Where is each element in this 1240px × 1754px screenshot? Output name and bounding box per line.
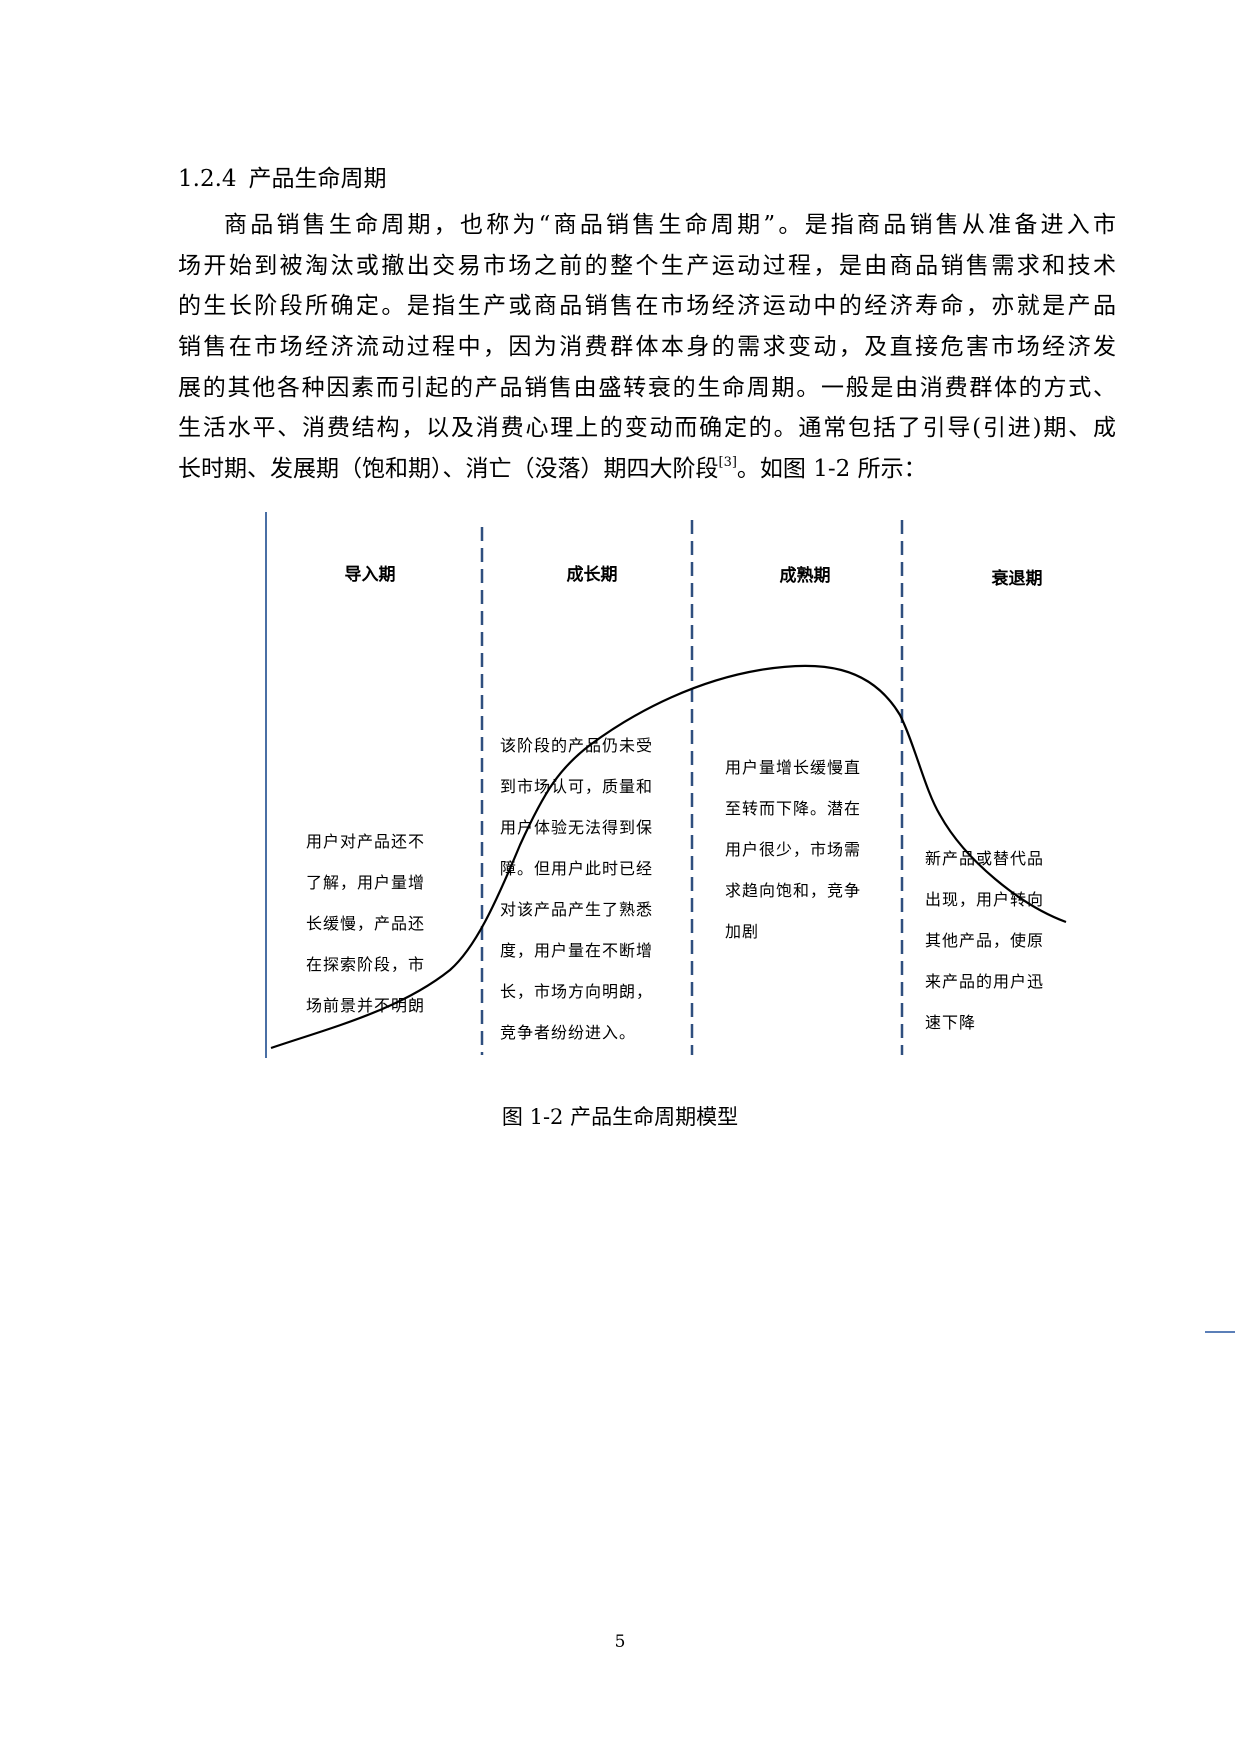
description-line: 新产品或替代品 xyxy=(925,849,1045,868)
description-line: 用户很少，市场需 xyxy=(725,840,862,859)
description-line: 长缓慢，产品还 xyxy=(306,914,426,933)
paragraph-line: 展的其他各种因素而引起的产品销售由盛转衰的生命周期。一般是由消费群体的方式、 xyxy=(178,374,1116,401)
stage-description-decline: 新产品或替代品 出现，用户转向 其他产品，使原 来产品的用户迅 速下降 xyxy=(925,838,1044,1043)
section-number: 1.2.4 xyxy=(178,166,237,192)
description-line: 度，用户量在不断增 xyxy=(500,941,654,960)
description-line: 长，市场方向明朗， xyxy=(500,982,654,1001)
figure-caption: 图 1-2 产品生命周期模型 xyxy=(501,1105,739,1129)
citation-reference: [3] xyxy=(718,455,737,471)
paragraph-line: 商品销售生命周期，也称为“商品销售生命周期”。是指商品销售从准备进入市 xyxy=(224,212,1116,238)
description-line: 了解，用户量增 xyxy=(306,873,426,892)
stage-description-introduction: 用户对产品还不 了解，用户量增 长缓慢，产品还 在探索阶段，市 场前景并不明朗 xyxy=(306,821,425,1026)
paragraph-line: 场开始到被淘汰或撤出交易市场之前的整个生产运动过程，是由商品销售需求和技术 xyxy=(178,252,1116,279)
stage-title-introduction: 导入期 xyxy=(344,565,396,585)
description-line: 到市场认可，质量和 xyxy=(500,777,654,796)
section-heading: 1.2.4 产品生命周期 xyxy=(178,164,387,194)
description-line: 出现，用户转向 xyxy=(925,890,1045,909)
stage-title-decline: 衰退期 xyxy=(991,569,1043,589)
paragraph-line-text: 。如图 1-2 所示： xyxy=(736,456,927,483)
paragraph-line: 生活水平、消费结构，以及消费心理上的变动而确定的。通常包括了引导(引进)期、成 xyxy=(178,415,1116,442)
stage-description-growth: 该阶段的产品仍未受 到市场认可，质量和 用户体验无法得到保 障。但用户此时已经 … xyxy=(500,725,653,1053)
description-line: 障。但用户此时已经 xyxy=(500,859,654,878)
description-line: 至转而下降。潜在 xyxy=(725,799,862,818)
description-line: 求趋向饱和，竞争 xyxy=(725,881,862,900)
margin-mark xyxy=(1205,1331,1235,1333)
description-line: 在探索阶段，市 xyxy=(306,955,426,974)
description-line: 速下降 xyxy=(925,1013,977,1032)
description-line: 竞争者纷纷进入。 xyxy=(500,1023,637,1042)
paragraph-last-line: 长时期、发展期（饱和期）、消亡（没落）期四大阶段[3]。如图 1-2 所示： xyxy=(178,449,1116,490)
description-line: 该阶段的产品仍未受 xyxy=(500,736,654,755)
description-line: 加剧 xyxy=(725,922,760,941)
description-line: 用户体验无法得到保 xyxy=(500,818,654,837)
paragraph-line: 销售在市场经济流动过程中，因为消费群体本身的需求变动，及直接危害市场经济发 xyxy=(178,334,1116,361)
description-line: 对该产品产生了熟悉 xyxy=(500,900,654,919)
section-title: 产品生命周期 xyxy=(248,166,387,192)
description-line: 其他产品，使原 xyxy=(925,931,1045,950)
paragraph-line: 的生长阶段所确定。是指生产或商品销售在市场经济运动中的经济寿命，亦就是产品 xyxy=(178,293,1116,320)
body-paragraph: 商品销售生命周期，也称为“商品销售生命周期”。是指商品销售从准备进入市 场开始到… xyxy=(178,205,1116,490)
description-line: 场前景并不明朗 xyxy=(306,996,426,1015)
description-line: 来产品的用户迅 xyxy=(925,972,1045,991)
stage-description-maturity: 用户量增长缓慢直 至转而下降。潜在 用户很少，市场需 求趋向饱和，竞争 加剧 xyxy=(725,747,861,952)
stage-title-growth: 成长期 xyxy=(566,565,618,585)
page-number: 5 xyxy=(614,1632,626,1652)
stage-title-maturity: 成熟期 xyxy=(779,566,831,586)
description-line: 用户量增长缓慢直 xyxy=(725,758,862,777)
description-line: 用户对产品还不 xyxy=(306,832,426,851)
paragraph-line-text: 长时期、发展期（饱和期）、消亡（没落）期四大阶段 xyxy=(178,456,719,483)
lifecycle-curve xyxy=(270,664,1067,1050)
